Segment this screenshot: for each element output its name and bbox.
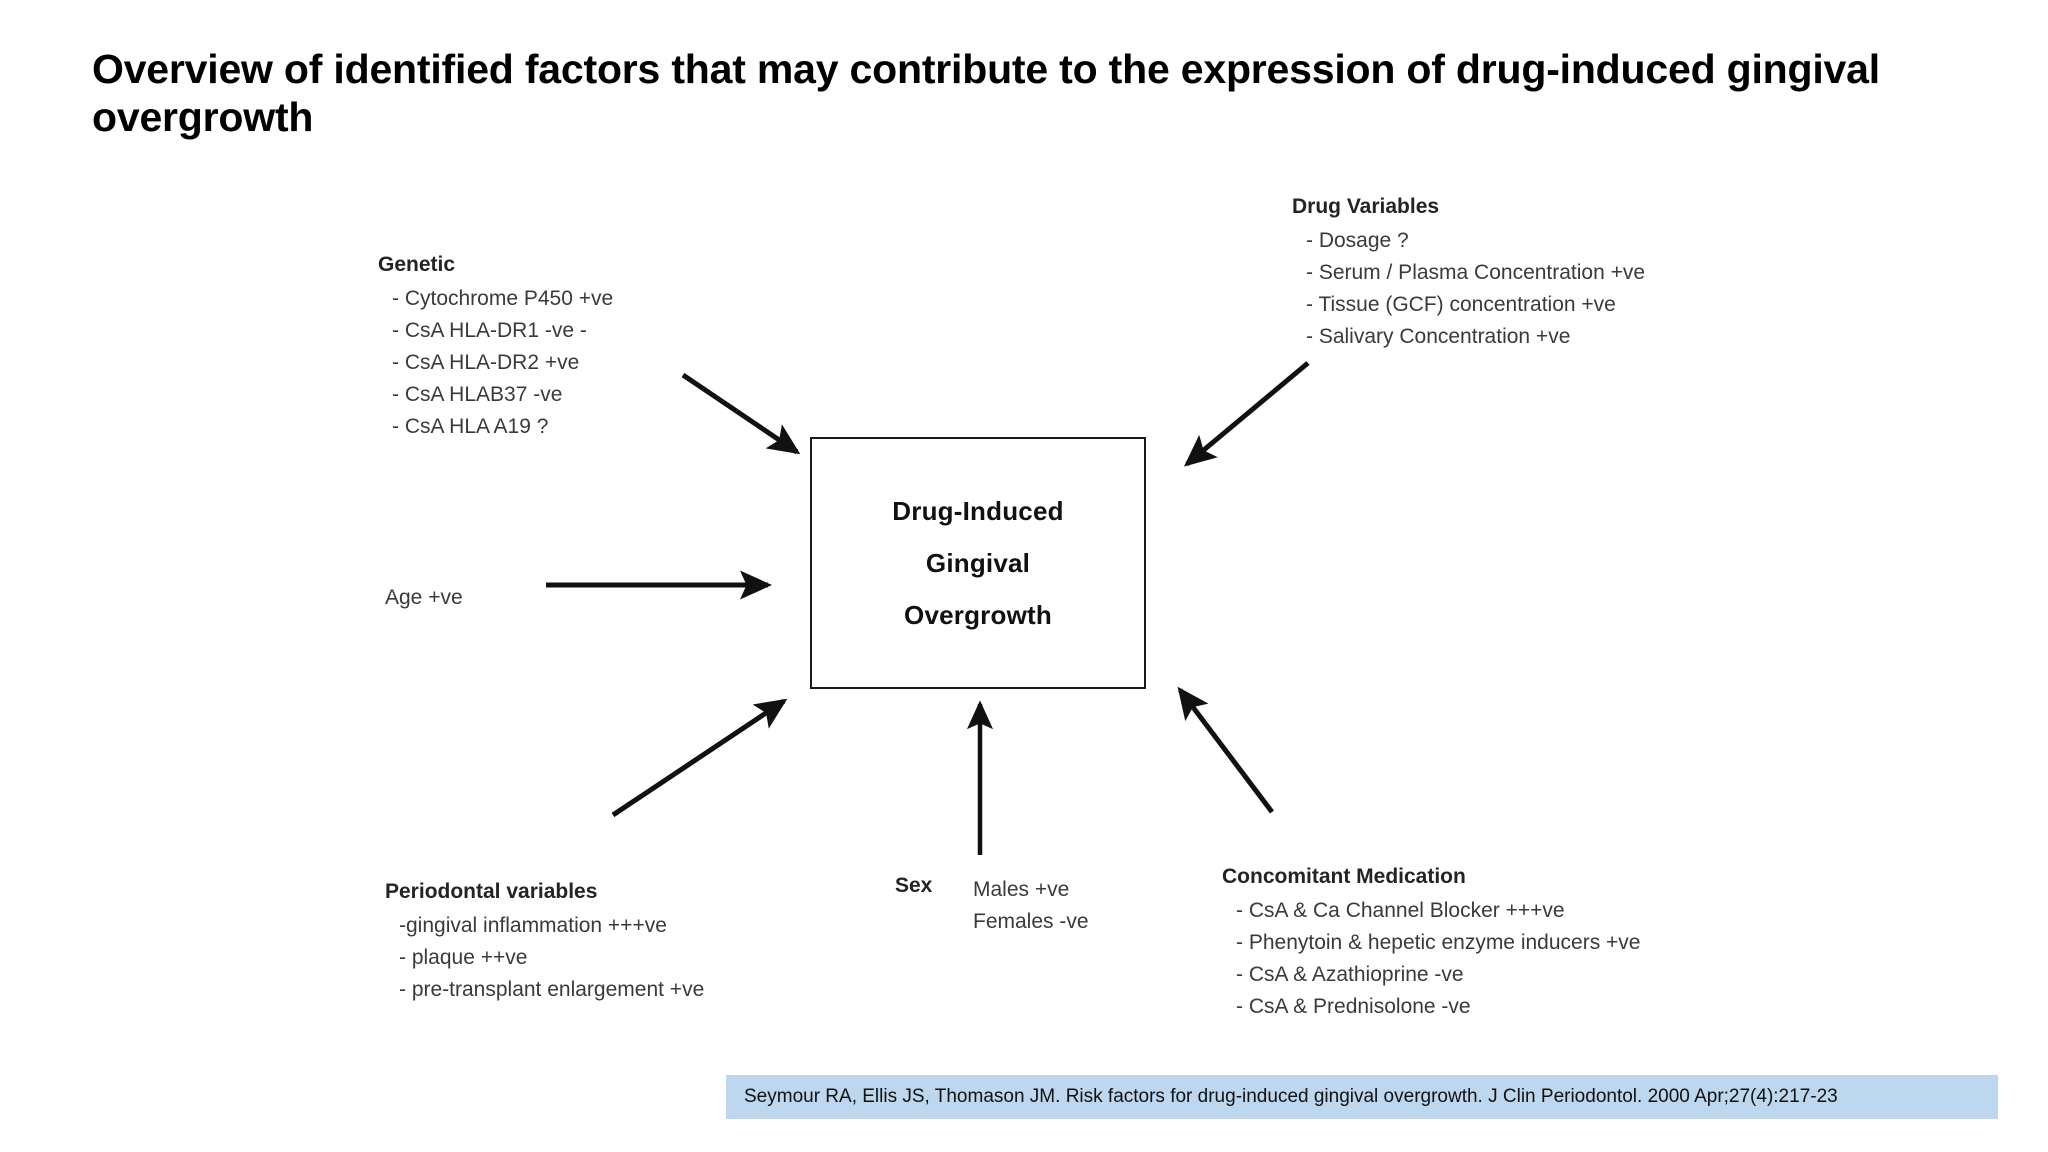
group-concomitant-medication: Concomitant Medication - CsA & Ca Channe… (1222, 862, 1640, 1023)
group-genetic: Genetic - Cytochrome P450 +ve - CsA HLA-… (378, 250, 613, 443)
group-periodontal-variables-title: Periodontal variables (385, 880, 598, 903)
arrow-genetic-to-center (681, 372, 801, 455)
group-drug-variables-item: - Dosage ? (1306, 229, 1409, 253)
group-genetic-item: - CsA HLA A19 ? (392, 415, 549, 439)
group-age-label: Age +ve (385, 586, 463, 609)
group-periodontal-variables: Periodontal variables -gingival inflamma… (385, 877, 704, 1006)
group-periodontal-variables-item: - pre-transplant enlargement +ve (399, 978, 705, 1002)
citation-bar: Seymour RA, Ellis JS, Thomason JM. Risk … (726, 1075, 1998, 1119)
group-genetic-title: Genetic (378, 253, 456, 276)
group-genetic-item: - CsA HLA-DR1 -ve - (392, 319, 587, 343)
group-sex: Sex Males +ve Females -ve (895, 874, 1089, 938)
group-concomitant-medication-item: - Phenytoin & hepetic enzyme inducers +v… (1236, 931, 1641, 955)
citation-text: Seymour RA, Ellis JS, Thomason JM. Risk … (744, 1086, 1838, 1107)
group-genetic-item: - Cytochrome P450 +ve (392, 287, 614, 311)
group-drug-variables-item: - Salivary Concentration +ve (1306, 325, 1571, 349)
group-drug-variables-item: - Serum / Plasma Concentration +ve (1306, 261, 1646, 285)
center-box: Drug-Induced Gingival Overgrowth (810, 437, 1146, 689)
group-drug-variables-item: - Tissue (GCF) concentration +ve (1306, 293, 1616, 317)
group-concomitant-medication-item: - CsA & Ca Channel Blocker +++ve (1236, 899, 1565, 923)
group-periodontal-variables-item: -gingival inflammation +++ve (399, 914, 667, 938)
group-sex-title: Sex (895, 874, 933, 897)
group-sex-item: Females -ve (973, 909, 1089, 933)
group-concomitant-medication-title: Concomitant Medication (1222, 865, 1466, 888)
group-concomitant-medication-item: - CsA & Azathioprine -ve (1236, 963, 1464, 987)
group-genetic-item: - CsA HLA-DR2 +ve (392, 351, 580, 375)
center-box-line-2: Gingival (925, 548, 1031, 578)
arrow-concomitant-to-center (1177, 686, 1274, 814)
center-box-line-1: Drug-Induced (892, 496, 1064, 526)
group-periodontal-variables-item: - plaque ++ve (399, 946, 528, 970)
page-title: Overview of identified factors that may … (92, 46, 1880, 140)
group-sex-item: Males +ve (973, 878, 1070, 901)
group-genetic-item: - CsA HLAB37 -ve (392, 383, 563, 407)
group-drug-variables: Drug Variables - Dosage ? - Serum / Plas… (1292, 192, 1645, 353)
group-concomitant-medication-item: - CsA & Prednisolone -ve (1236, 995, 1471, 1019)
group-drug-variables-title: Drug Variables (1292, 195, 1440, 218)
arrow-drug-to-center (1183, 361, 1310, 467)
arrow-periodontal-to-center (611, 698, 788, 818)
center-box-line-3: Overgrowth (904, 600, 1052, 630)
